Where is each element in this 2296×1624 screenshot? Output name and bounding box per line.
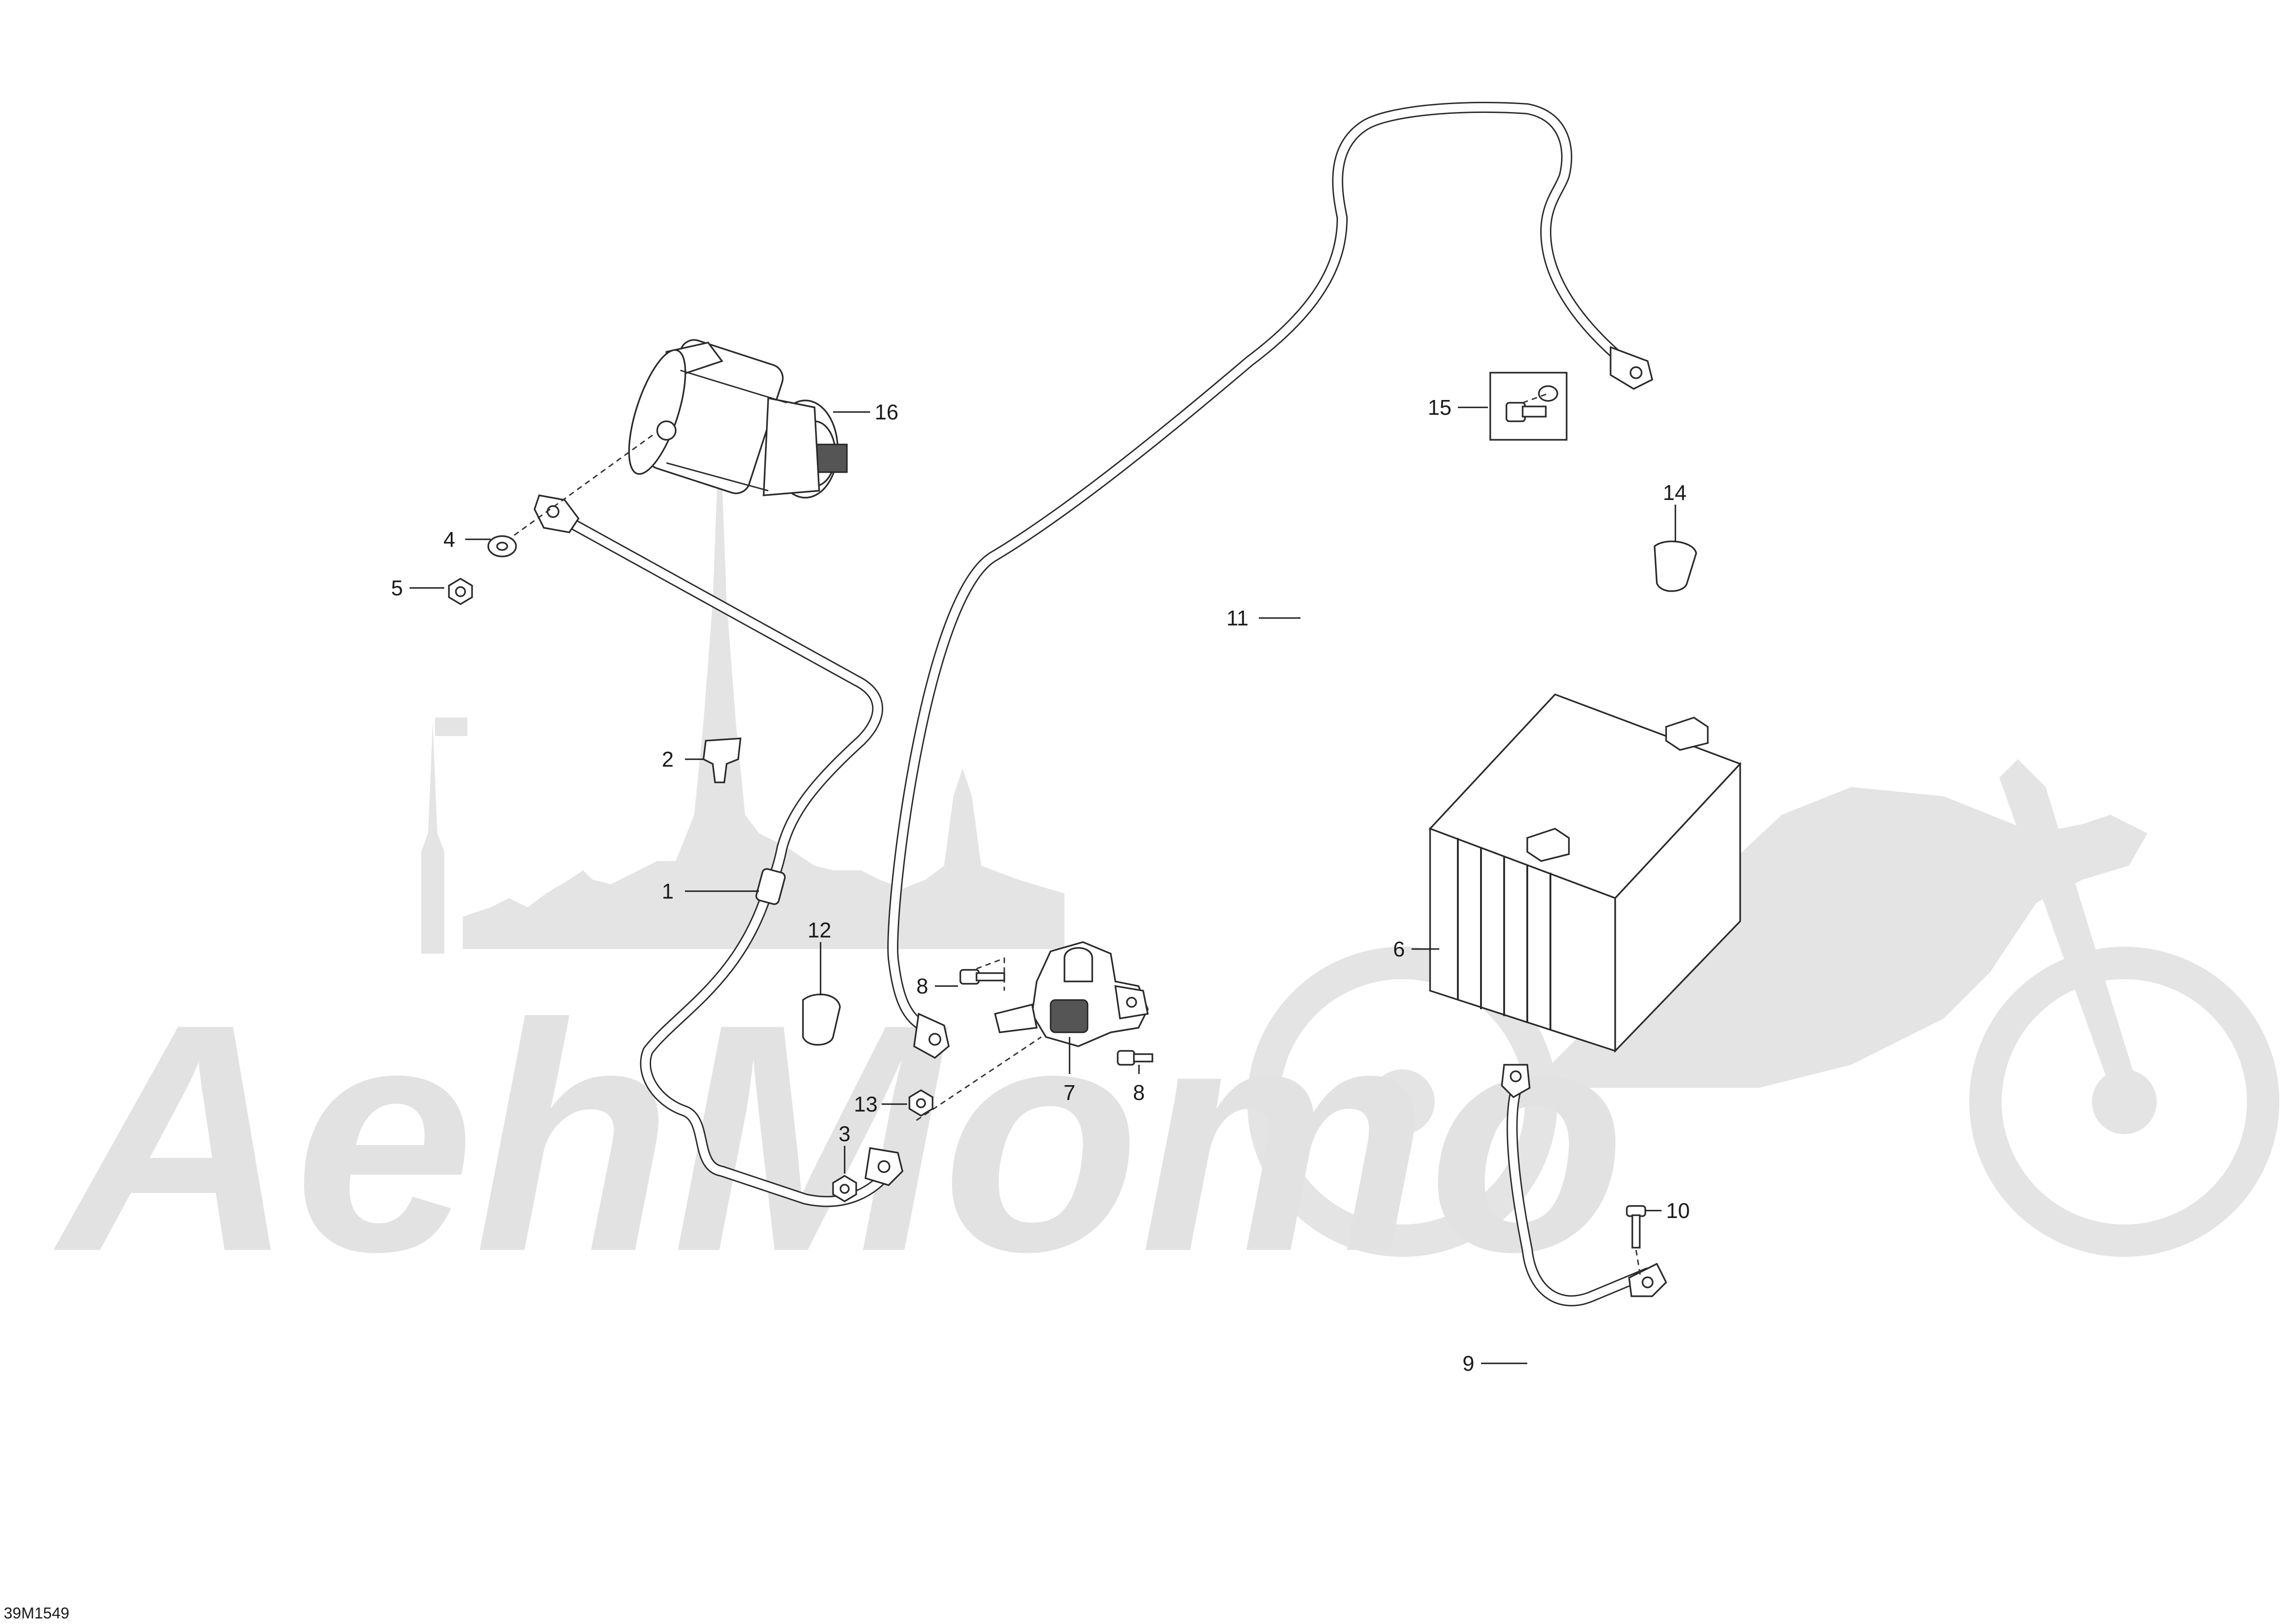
callout-8-upper[interactable]: 8 [916, 974, 928, 998]
callouts: 16 4 5 2 1 12 8 7 8 13 3 6 9 10 11 14 15 [391, 395, 1690, 1375]
callout-4[interactable]: 4 [443, 527, 455, 551]
callout-1[interactable]: 1 [662, 879, 674, 903]
nut-13[interactable] [908, 1089, 933, 1117]
callout-15[interactable]: 15 [1428, 395, 1451, 419]
callout-8-lower[interactable]: 8 [1133, 1081, 1145, 1105]
callout-7[interactable]: 7 [1064, 1081, 1076, 1105]
callout-9[interactable]: 9 [1462, 1351, 1475, 1375]
callout-16[interactable]: 16 [875, 400, 898, 424]
watermark-flag [435, 718, 467, 736]
watermark-motorcycle [1247, 759, 2279, 1257]
callout-3[interactable]: 3 [839, 1122, 851, 1146]
battery-positive-cable[interactable] [887, 101, 1654, 1059]
nut[interactable] [448, 577, 473, 606]
starter-motor[interactable] [617, 337, 848, 499]
terminal-cover-12[interactable] [802, 993, 841, 1046]
watermark: AehMomo [50, 417, 2279, 1319]
bolt-8-lower[interactable] [1117, 1050, 1153, 1066]
washer[interactable] [487, 535, 517, 557]
callout-6[interactable]: 6 [1393, 937, 1405, 961]
starter-hardware-axis [502, 434, 653, 545]
nut-3[interactable] [832, 1174, 857, 1203]
ground-bolt-axis [1635, 1249, 1642, 1278]
ground-cable[interactable] [1501, 1064, 1668, 1306]
callout-12[interactable]: 12 [808, 918, 831, 942]
bolt-kit-box[interactable] [1489, 372, 1568, 441]
starter-cable[interactable] [534, 494, 903, 1207]
ground-bolt[interactable] [1626, 1205, 1646, 1249]
leader-lines [410, 406, 1676, 1364]
bolt-8-upper[interactable] [959, 969, 1005, 985]
cable-clip[interactable] [703, 737, 741, 783]
callout-10[interactable]: 10 [1666, 1199, 1690, 1223]
terminal-cover-14[interactable] [1654, 540, 1697, 592]
drawing-code: 39M1549 [4, 1605, 69, 1622]
watermark-skyline [463, 417, 1064, 949]
callout-14[interactable]: 14 [1663, 481, 1686, 505]
callout-13[interactable]: 13 [854, 1092, 877, 1116]
callout-11[interactable]: 11 [1226, 606, 1249, 630]
callout-5[interactable]: 5 [391, 576, 403, 600]
callout-2[interactable]: 2 [662, 747, 674, 771]
watermark-flag-tower [421, 722, 444, 954]
battery[interactable] [1428, 693, 1742, 1053]
starter-solenoid[interactable] [994, 941, 1149, 1047]
